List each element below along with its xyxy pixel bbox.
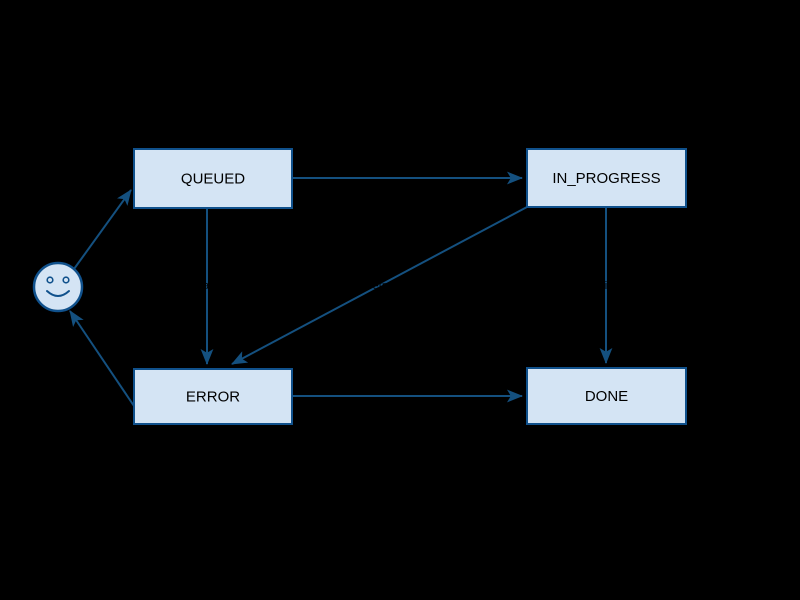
node-error-box (133, 368, 293, 425)
edge-in-progress-to-error-label: retry (369, 280, 392, 292)
node-done-box (526, 367, 687, 425)
edges-layer: start fail retry finish (69, 166, 619, 407)
node-done[interactable]: DONE (526, 367, 687, 425)
edge-queued-to-error-label: fail (200, 280, 214, 292)
node-done-label: DONE (585, 388, 628, 405)
edge-start-to-queued[interactable] (73, 189, 132, 270)
edge-in-progress-to-error[interactable]: retry (231, 206, 528, 365)
edge-queued-to-in-progress[interactable]: start (292, 166, 523, 185)
node-in-progress-label: IN_PROGRESS (552, 170, 660, 187)
node-error[interactable]: ERROR (133, 368, 293, 425)
node-queued[interactable]: QUEUED (133, 148, 293, 209)
edge-error-to-start-line (69, 310, 135, 407)
edge-start-to-queued-line (73, 189, 132, 270)
edge-queued-to-in-progress-label: start (396, 166, 417, 178)
node-error-label: ERROR (186, 388, 240, 405)
node-in-progress-box (526, 148, 687, 208)
smiley-right-eye-icon (62, 276, 70, 284)
edge-error-to-start[interactable] (69, 310, 135, 407)
edge-in-progress-to-done-label: finish (593, 280, 619, 292)
smiley-face-icon (32, 261, 84, 313)
node-queued-box (133, 148, 293, 209)
node-queued-label: QUEUED (181, 170, 245, 187)
smiley-mouth-icon (46, 290, 70, 297)
start-node[interactable] (32, 261, 84, 313)
edge-queued-to-error[interactable]: fail (200, 208, 214, 365)
edge-in-progress-to-error-line (231, 206, 528, 365)
edge-in-progress-to-done[interactable]: finish (593, 207, 619, 364)
node-in-progress[interactable]: IN_PROGRESS (526, 148, 687, 208)
nodes-layer: QUEUED IN_PROGRESS ERROR DONE (133, 148, 687, 425)
smiley-left-eye-icon (46, 276, 54, 284)
